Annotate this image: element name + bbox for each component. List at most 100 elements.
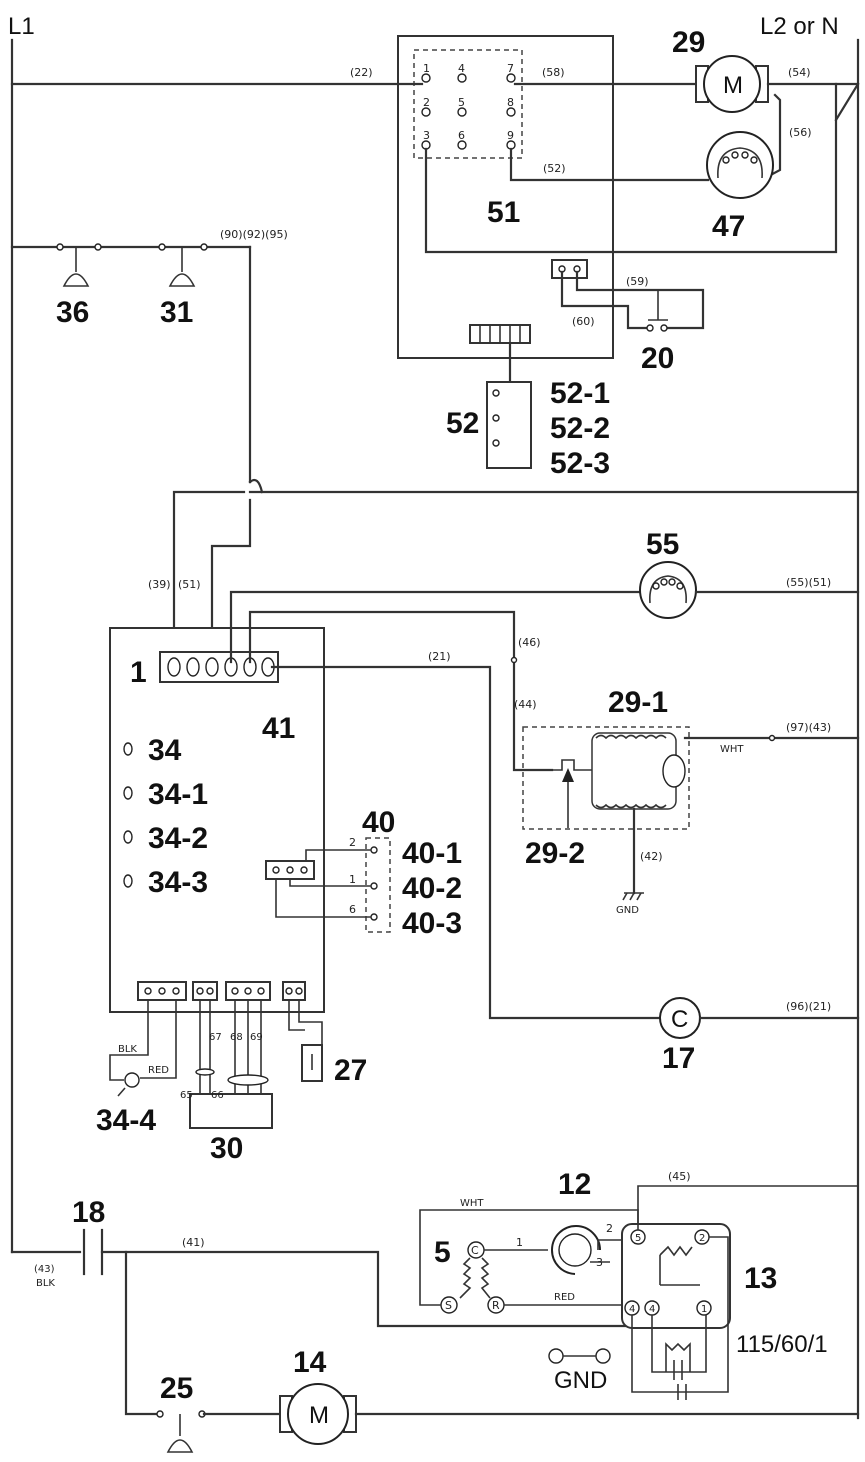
wire-39 [172,490,246,664]
wire-label-41: (41) [182,1236,205,1249]
pin-7: 7 [507,62,514,75]
wire-label-wht2: WHT [460,1198,484,1209]
term-s: S [445,1299,452,1312]
timer-51-block [397,35,614,359]
label-40-2: 40-2 [402,872,462,905]
capacitor-bank [631,1236,729,1400]
label-13: 13 [744,1262,777,1295]
label-52-3: 52-3 [550,447,610,480]
wire-label-21: (21) [428,650,451,663]
fan-29-1 [522,726,690,830]
pin-label-6: 6 [349,903,356,916]
label-12: 12 [558,1168,591,1201]
wire-label-59: (59) [626,275,649,288]
label-52: 52 [446,407,479,440]
wire-label-42: (42) [640,850,663,863]
pin-1: 1 [423,62,430,75]
term-r: R [492,1299,500,1312]
wire-label-46: (46) [518,636,541,649]
motor-14 [279,1383,357,1445]
wire-40-2 [289,879,371,887]
wire-label-58: (58) [542,66,565,79]
wire-51 [210,498,252,664]
junction-97 [768,734,776,742]
junction-46 [510,656,518,664]
control-board-41 [109,627,325,1013]
wire-label-56: (56) [789,126,812,139]
wire-to-55 [229,590,642,664]
wire-52 [509,147,710,182]
pin-2: 2 [423,96,430,109]
rail-label-l2: L2 or N [760,13,839,40]
wire-label-66: 66 [211,1090,224,1101]
switch-40 [365,837,391,933]
pin-label-2: 2 [349,836,356,849]
switch-20 [646,290,668,332]
wire-label-45: (45) [668,1170,691,1183]
board-52 [486,381,532,469]
label-1: 1 [130,656,147,689]
wire-label-60: (60) [572,315,595,328]
ground-symbol-1 [622,892,644,901]
label-52-1: 52-1 [550,377,610,410]
heater-47 [706,131,774,199]
label-29: 29 [672,26,705,59]
wire-21 [270,665,662,1020]
wire-tap [834,82,860,122]
ground-symbol-2 [548,1348,611,1364]
wire-label-blk: BLK [118,1044,137,1055]
wire-num-1: 1 [516,1236,523,1249]
wire-59 [575,270,705,330]
label-29-2: 29-2 [525,837,585,870]
label-55: 55 [646,528,679,561]
label-18: 18 [72,1196,105,1229]
pin-8: 8 [507,96,514,109]
label-31: 31 [160,296,193,329]
sensor-34-4 [117,1072,140,1097]
wire-label-96: (96)(21) [786,1000,831,1013]
wire-40-3 [275,879,371,918]
wire-45 [637,1185,858,1230]
switch-25 [156,1410,206,1453]
wire-red [140,1000,177,1079]
wire-num-3: 3 [596,1256,603,1269]
relay-term-1: 1 [701,1304,707,1315]
wire-label-wht: WHT [720,744,744,755]
label-34-1: 34-1 [148,778,208,811]
pin-4: 4 [458,62,465,75]
label-51: 51 [487,196,520,229]
pin-5: 5 [458,96,465,109]
thermostat-17-letter: C [671,1006,688,1033]
pin-9: 9 [507,129,514,142]
label-34-2: 34-2 [148,822,208,855]
switch-31 [158,243,208,287]
label-14: 14 [293,1346,327,1379]
wire-blk [109,1000,149,1081]
wire-label-54: (54) [788,66,811,79]
wire-label-44: (44) [514,698,537,711]
motor-29-letter: M [723,72,743,99]
rail-label-l1: L1 [8,13,35,40]
label-52-2: 52-2 [550,412,610,445]
pin-label-1: 1 [349,873,356,886]
label-40-1: 40-1 [402,837,462,870]
relay-term-2: 2 [699,1233,705,1244]
label-34: 34 [148,734,182,767]
relay-term-5: 5 [635,1233,641,1244]
wire-label-43: (43) [34,1264,55,1275]
wire-label-red: RED [148,1065,169,1076]
wire-label-97: (97)(43) [786,721,831,734]
hop [248,478,264,494]
module-30 [189,1000,273,1129]
relay-13 [621,1223,731,1329]
wire-label-51: (51) [178,578,201,591]
label-34-3: 34-3 [148,866,208,899]
wire-label-90: (90)(92)(95) [220,228,288,241]
wire-60 [560,270,648,330]
label-29-1: 29-1 [608,686,668,719]
voltage-label: 115/60/1 [736,1331,828,1358]
overload-12 [551,1225,601,1275]
motor-29 [695,55,769,113]
wire-label-65: 65 [180,1090,193,1101]
